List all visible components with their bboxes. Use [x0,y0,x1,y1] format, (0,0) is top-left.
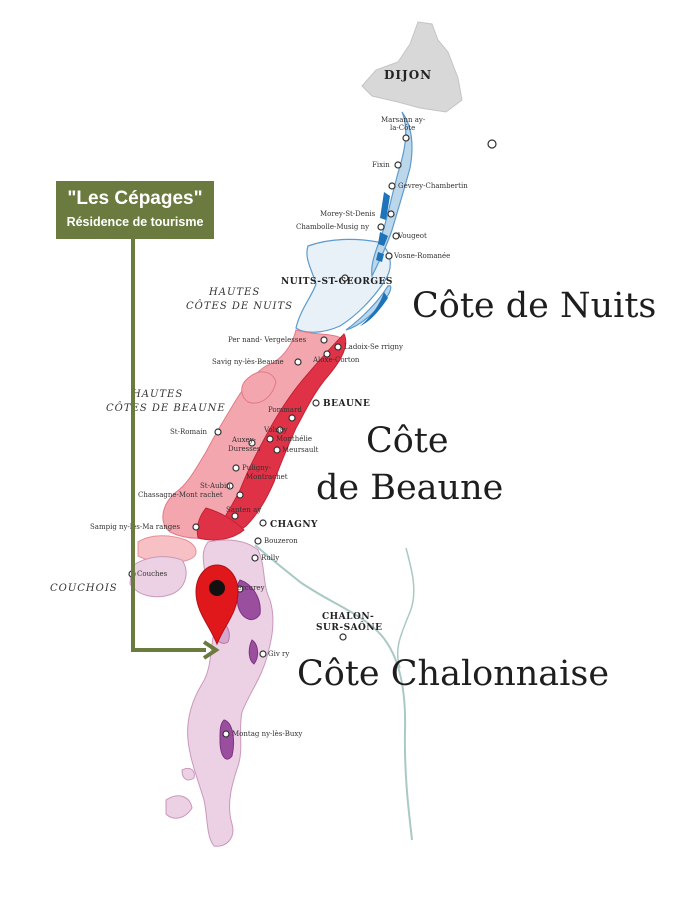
village-label: Vosne-Romanée [393,252,450,260]
chalon-label-1: CHALON- [322,612,374,622]
village-label: Puligny- [242,464,272,472]
village-label: Fixin [372,161,390,169]
village-label: Ladoix-Se rrigny [344,343,403,351]
village-label: Volnay [263,426,288,434]
village-label: Marsann ay- [381,116,426,124]
hautes-nuits-label-1: HAUTES [208,287,260,298]
nuits-premier-cru [360,292,388,326]
hautes-cotes-de-nuits-area [295,238,391,333]
grand-cru-vosne [376,252,384,262]
village-label: Chambolle-Musig ny [296,223,369,231]
village-label: St-Romain [170,428,208,436]
village-label: Gevrey-Chambertin [398,182,468,190]
chalonnaise-west-blob [165,795,193,819]
grand-cru-gevrey [380,192,390,220]
chalonnaise-west-blob-2 [181,767,195,781]
village-label: Auxey- [231,436,257,444]
nuits-st-georges-label: NUITS-ST-GEORGES [281,277,393,287]
village-label: Couches [137,570,168,578]
village-label: Morey-St-Denis [320,210,376,218]
couchois-area [129,556,187,598]
village-label: Meursault [282,446,319,454]
region-label-cote-de-beaune-1: Côte [366,421,449,461]
montagny-premier-cru [219,719,235,760]
region-label-cote-de-beaune-2: de Beaune [316,468,504,508]
village-label: Montag ny-lès-Buxy [232,730,302,738]
beaune-label: BEAUNE [323,399,370,409]
village-label: Sampig ny-lès-Ma ranges [90,523,180,531]
village-label: Santen ay [226,506,261,514]
village-label: Per nand- Vergelesses [228,336,307,344]
river-branch [396,547,415,669]
chagny-label: CHAGNY [270,520,318,530]
village-label: Vougeot [397,232,427,240]
hautes-nuits-label-2: CÔTES DE NUITS [186,300,293,312]
region-label-cote-chalonnaise: Côte Chalonnaise [297,654,610,694]
village-label: Monthélie [276,435,312,443]
callout-title: "Les Cépages" [67,188,203,209]
callout-subtitle: Résidence de tourisme [66,215,204,229]
givry-premier-cru [248,639,259,665]
village-label: Savig ny-lès-Beaune [212,358,284,366]
village-label: la-Côte [390,124,415,132]
cote-de-nuits-band-south [345,285,392,331]
village-label: Montrachet [246,473,288,481]
region-label-cote-de-nuits: Côte de Nuits [412,286,657,326]
village-label: Chassagne-Mont rachet [138,491,223,499]
river [254,544,413,841]
couchois-label: COUCHOIS [50,583,118,594]
chalon-label-2: SUR-SAÔNE [316,621,382,633]
village-label: Mercurey [230,584,265,592]
hautes-cotes-blob [241,371,277,404]
cote-de-beaune-south [196,507,245,541]
dijon-area [361,21,463,113]
dijon-label: DIJON [384,68,432,82]
village-label: Rully [261,554,279,562]
location-pin-icon[interactable] [195,564,239,646]
village-label: Giv ry [268,650,289,658]
grand-cru-chambolle [378,232,388,246]
village-labels: Marsann ay- la-Côte Fixin Gevrey-Chamber… [90,116,468,738]
callout-arrow [131,238,220,660]
village-label: Pommard [268,406,302,414]
village-label: St-Aubin [200,482,231,490]
village-label: Aloxe-Corton [312,356,360,364]
hautes-beaune-label-1: HAUTES [131,389,183,400]
village-label: Duresses [228,445,261,453]
residence-callout[interactable]: "Les Cépages" Résidence de tourisme [56,181,214,239]
village-label: Bouzeron [264,537,298,545]
hautes-beaune-label-2: CÔTES DE BEAUNE [106,402,226,414]
